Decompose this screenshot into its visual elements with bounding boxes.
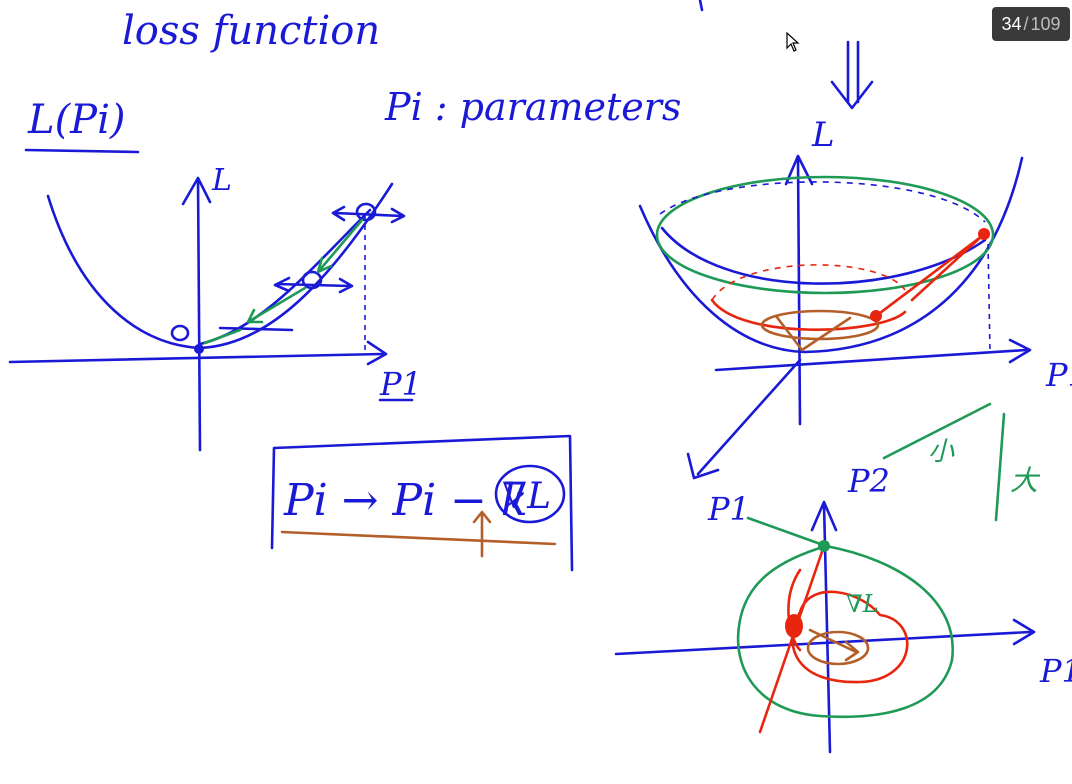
descent-arrow-2 bbox=[246, 286, 307, 324]
double-arrow-3 bbox=[218, 326, 294, 332]
small-label: 小 bbox=[928, 437, 955, 467]
red-contour-2d bbox=[791, 590, 909, 684]
big-slope-line bbox=[994, 412, 1006, 522]
red-swirl bbox=[787, 568, 802, 652]
axis-y-3d bbox=[696, 358, 802, 476]
axis-y-arrow-3d bbox=[686, 452, 720, 480]
axis-label-P2-3d: P2 bbox=[847, 462, 890, 500]
step-circle-3 bbox=[170, 324, 190, 342]
start-point-3d bbox=[978, 228, 990, 240]
side-annotations: 小 大 bbox=[882, 402, 1041, 522]
step-point-3d bbox=[870, 310, 882, 322]
descent-arrow-1 bbox=[316, 218, 364, 274]
axis-x-arrow-2d bbox=[366, 340, 388, 366]
minimum-dot bbox=[194, 344, 204, 354]
bowl-rim-green bbox=[655, 175, 995, 295]
axis-y-arrow-2d bbox=[181, 176, 212, 206]
gradient-circle bbox=[494, 464, 566, 524]
mouse-cursor-icon bbox=[786, 32, 800, 52]
step-circle-1 bbox=[355, 202, 377, 222]
axis-x-2d bbox=[8, 352, 384, 364]
brown-arrow bbox=[808, 628, 860, 662]
page-separator: / bbox=[1023, 13, 1029, 34]
contour-axis-x-arrow bbox=[1012, 618, 1036, 646]
plot-3d-bowl: L P1 P1 P2 bbox=[638, 115, 1072, 528]
red-descent-path bbox=[874, 234, 984, 318]
axis-y-2d bbox=[196, 178, 202, 452]
axis-label-L-2d: L bbox=[211, 163, 232, 198]
green-contour bbox=[736, 516, 955, 719]
small-slope-line bbox=[882, 402, 992, 460]
parabola-inner bbox=[198, 208, 372, 346]
brown-contour-2d bbox=[806, 630, 870, 666]
bowl-outline bbox=[638, 156, 1024, 354]
page-current: 34 bbox=[1001, 13, 1022, 34]
step-circle-2 bbox=[301, 270, 323, 290]
plot-2d: L P1 bbox=[8, 163, 422, 452]
red-descent-line bbox=[758, 544, 826, 734]
double-down-arrow bbox=[830, 40, 874, 110]
k-underline bbox=[280, 530, 557, 546]
red-contour bbox=[710, 298, 907, 331]
stray-mark bbox=[698, 0, 704, 12]
axis-x-3d bbox=[714, 348, 1028, 372]
axis-label-P1-2d: P1 bbox=[379, 365, 422, 403]
gradient-symbol: ∇L bbox=[502, 476, 551, 517]
update-rule-box: Pi → Pi − k ∇L bbox=[270, 434, 574, 572]
contour-plot: P1 ∇L bbox=[614, 500, 1072, 754]
box-frame bbox=[270, 434, 574, 572]
title-text: loss function bbox=[122, 8, 380, 54]
loss-symbol-text: L(Pi) bbox=[27, 97, 125, 143]
loss-underline bbox=[24, 148, 140, 154]
grad-contour-label: ∇L bbox=[846, 590, 879, 618]
brown-contour bbox=[760, 309, 880, 341]
page-counter: 34 / 109 bbox=[992, 7, 1070, 41]
page-total: 109 bbox=[1030, 13, 1061, 34]
double-arrow-1 bbox=[331, 205, 406, 224]
axis-label-P1-3d-right: P1 bbox=[1045, 356, 1072, 394]
axis-x-arrow-3d bbox=[1008, 338, 1032, 364]
start-point-contour bbox=[818, 540, 830, 552]
bowl-rim-dash bbox=[659, 181, 986, 223]
descent-arrow-3 bbox=[203, 328, 242, 345]
parameters-label: Pi : parameters bbox=[384, 85, 681, 129]
contour-axis-y-arrow bbox=[810, 500, 838, 532]
brown-path bbox=[774, 314, 852, 352]
update-rule-text: Pi → Pi − k bbox=[283, 475, 528, 526]
contour-axis-x bbox=[614, 630, 1032, 656]
axis-z-arrow-3d bbox=[784, 154, 814, 186]
bowl-front-blue bbox=[660, 226, 987, 285]
axis-label-L-3d: L bbox=[811, 115, 835, 155]
drop-line-3d bbox=[987, 243, 991, 353]
axis-label-P1-contour: P1 bbox=[1039, 652, 1072, 690]
double-arrow-2 bbox=[273, 276, 354, 294]
big-label: 大 bbox=[1010, 464, 1041, 497]
k-pointer bbox=[472, 510, 492, 558]
axis-label-P1-3d-left: P1 bbox=[707, 490, 750, 528]
